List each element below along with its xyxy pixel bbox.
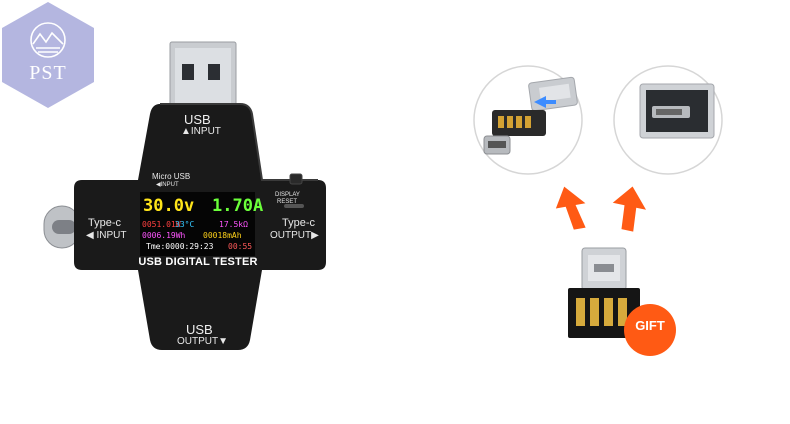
energy-readout: 0006.19Wh [142,231,186,240]
type-c-plug [43,205,81,249]
temperature-readout: 33°C [175,220,195,229]
tester-title: USB DIGITAL TESTER [138,256,258,268]
resistance-readout: 17.5kΩ [219,220,248,229]
top-port-label: USB [184,112,211,127]
right-port-label: Type-c [282,217,316,229]
micro-usb-direction: ◀INPUT [156,182,179,188]
left-port-direction: ◀ INPUT [86,230,127,241]
adapter-inserted-detail [613,65,723,175]
pst-logo [2,2,94,108]
power-readout: 0051.01W [142,220,181,229]
capacity-readout: 00018mAh [203,231,242,240]
gift-badge [624,304,676,356]
time-readout: Tme:0000:29:23 [146,242,214,251]
display-button-label: DISPLAY [275,192,300,198]
left-port-label: Type-c [88,217,122,229]
right-port-direction: OUTPUT▶ [270,230,319,241]
reset-button-label: RESET [277,199,298,205]
usb-a-plug [169,41,237,109]
otg-adapter-illustration [473,65,723,356]
voltage-readout: 30.0v [143,196,195,216]
adapter-insert-detail [473,65,583,175]
bottom-port-direction: OUTPUT▼ [177,336,229,347]
tester-screen [140,192,255,256]
micro-usb-label: Micro USB [152,172,191,181]
logo-text: PST [29,62,67,84]
timer-readout: 00:55 [228,242,253,251]
current-readout: 1.70A [212,196,264,216]
arrow-icon [555,186,647,232]
otg-adapter [568,247,640,338]
side-button [289,173,303,185]
gift-label: GIFT [635,318,665,333]
bottom-port-label: USB [186,322,213,337]
top-port-direction: ▲INPUT [181,126,221,137]
mountain-icon [30,22,66,58]
